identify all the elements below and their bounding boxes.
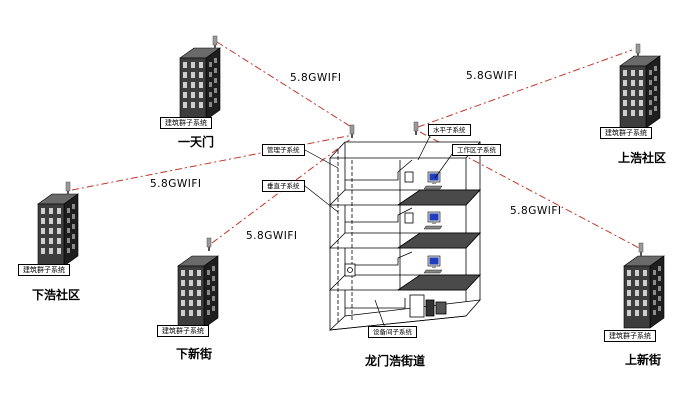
wifi-label-yitianmen: 5.8GWIFI: [290, 72, 342, 84]
wifi-label-xiahao: 5.8GWIFI: [150, 178, 202, 190]
antenna-icon: [206, 237, 212, 252]
callout-horizontal-subsystem: 水平子系统: [428, 124, 471, 136]
computer-icon: [423, 211, 443, 230]
building-group-box-shanghao: 建筑群子系统: [600, 127, 652, 139]
central-building: [328, 141, 481, 331]
antenna-icon: [638, 242, 644, 257]
building-group-box-xiaxinjie: 建筑群子系统: [157, 325, 209, 337]
building-xiaxinjie: [177, 237, 219, 329]
callout-trunk-subsystem: 管理子系统: [262, 144, 305, 156]
building-xiahao: [37, 181, 79, 267]
callout-vertical-subsystem: 垂直子系统: [262, 180, 305, 192]
antenna-icon: [635, 43, 641, 58]
building-group-box-xiahao: 建筑群子系统: [18, 264, 70, 276]
wifi-label-xiaxinjie: 5.8GWIFI: [246, 230, 298, 242]
wifi-label-shangxinjie: 5.8GWIFI: [510, 205, 562, 217]
site-name-center: 龙门浩街道: [365, 354, 426, 368]
antenna-icon: [65, 181, 71, 196]
building-yitianmen: [179, 35, 221, 121]
antenna-icon: [349, 124, 355, 139]
building-group-box-shangxinjie: 建筑群子系统: [604, 330, 656, 342]
computer-icon: [423, 171, 443, 190]
callout-equipment-subsystem: 设备间子系统: [368, 326, 417, 338]
wireless-links: [71, 41, 644, 251]
link-shangxinjie: [419, 131, 644, 251]
link-shanghao: [417, 49, 633, 128]
link-xiahao: [71, 134, 354, 191]
computer-icon: [423, 255, 443, 274]
building-shanghao: [619, 43, 661, 129]
site-name-shangxinjie: 上新街: [625, 353, 662, 367]
link-yitianmen: [216, 41, 354, 129]
site-name-shanghao: 上浩社区: [618, 151, 667, 165]
site-name-xiaxinjie: 下新街: [176, 347, 213, 361]
callout-workarea-subsystem: 工作区子系统: [452, 144, 501, 156]
wifi-label-shanghao: 5.8GWIFI: [466, 70, 518, 82]
building-group-box-yitianmen: 建筑群子系统: [160, 117, 212, 129]
antenna-icon: [413, 121, 419, 136]
building-shangxinjie: [623, 242, 665, 329]
site-name-yitianmen: 一天门: [178, 135, 215, 149]
site-name-xiahao: 下浩社区: [32, 288, 81, 302]
link-xiaxinjie: [211, 137, 353, 244]
callout-lines: [304, 129, 456, 329]
antenna-icon: [212, 35, 218, 50]
